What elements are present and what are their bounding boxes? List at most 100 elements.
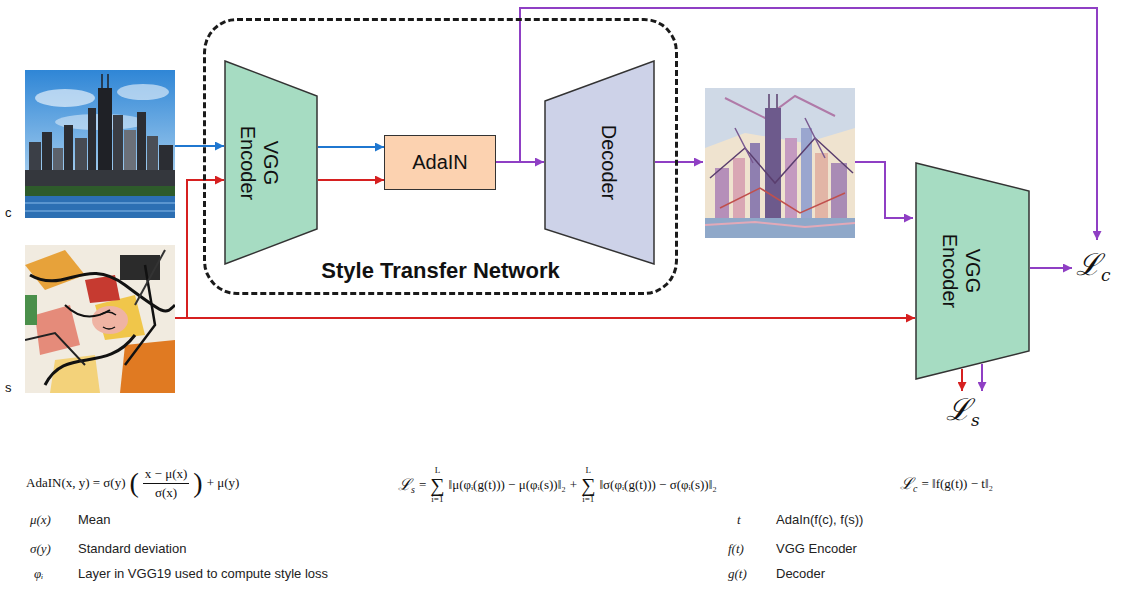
canvas: σ(y): [30, 541, 51, 557]
sum-symbol: ∑: [430, 474, 444, 496]
style-painting: [25, 245, 175, 393]
symbol-term: σ(y): [30, 541, 51, 556]
stylized-photo: [733, 158, 745, 218]
definition-text: Decoder: [776, 566, 825, 581]
content-photo: [107, 74, 109, 88]
style-painting: [45, 335, 135, 385]
style-painting: [25, 250, 85, 290]
content-photo: [25, 186, 175, 196]
content-photo: [101, 74, 103, 88]
sum-limit: L: [435, 465, 441, 475]
loss-subscript: c: [913, 483, 917, 494]
definition-text: Mean: [78, 512, 111, 527]
style-painting: [65, 305, 110, 316]
canvas: g(t): [728, 566, 747, 582]
content-photo: [25, 170, 175, 188]
encoder-block: VGG Encoder: [915, 162, 1030, 380]
flow-arrow: [496, 161, 544, 163]
stylized-photo: [785, 138, 797, 218]
trapezoid-shape: [916, 163, 1029, 379]
formula: x − μ(x) σ(x): [143, 466, 189, 500]
stylized-photo: [705, 88, 855, 238]
signal-wire: [961, 369, 963, 391]
style-painting: [120, 340, 175, 393]
symbol-term: f(t): [728, 541, 744, 556]
stylized-photo: [705, 218, 855, 238]
formula: +: [570, 477, 577, 493]
formula: i=1: [431, 495, 443, 504]
symbol-term: g(t): [728, 566, 747, 581]
loss-subscript: s: [971, 410, 980, 430]
formula-denominator: σ(x): [155, 485, 177, 500]
style-painting: [25, 245, 175, 393]
loss-symbol: ℒ: [398, 476, 411, 493]
content-photo: [35, 89, 95, 107]
formula: ℒc = ‖f(g(t)) − t‖₂: [900, 476, 993, 492]
canvas: Mean: [78, 512, 111, 528]
formula: ): [193, 469, 202, 497]
flow-arrow: [175, 180, 224, 318]
formula: =: [419, 477, 426, 493]
sum-limit: i=1: [431, 494, 443, 504]
formula: s: [411, 485, 415, 495]
symbol-term: μ(x): [30, 512, 51, 527]
canvas: f(t): [728, 541, 744, 557]
stylized-photo: [765, 108, 781, 218]
block-label: VGG Encoder: [938, 225, 984, 317]
formula-text: +: [570, 477, 577, 492]
image-label: c: [5, 205, 12, 220]
formula: L: [435, 466, 441, 475]
symbol-term: t: [737, 512, 741, 527]
content-photo: [25, 202, 175, 204]
loss-label: ℒ: [1076, 250, 1101, 280]
flow-arrow: [175, 145, 224, 147]
fraction-bar: x − μ(x): [143, 466, 189, 484]
formula-text: =: [419, 477, 426, 492]
formula: L∑i=1: [581, 466, 595, 504]
style-image: s: [25, 245, 175, 393]
stylized-photo: [801, 128, 812, 218]
formula: ‖μ(φᵢ(g(t))) − μ(φᵢ(s))‖₂: [449, 477, 566, 493]
formula: AdaIN(x, y) = σ(y) ( x − μ(x)σ(x) ) + μ(…: [26, 466, 239, 500]
loss-symbol: ℒ: [946, 392, 971, 427]
formula: c: [913, 484, 917, 494]
formula-numerator: x − μ(x): [145, 466, 187, 481]
stylized-photo: [705, 222, 855, 227]
formula-text: ‖μ(φᵢ(g(t))) − μ(φᵢ(s))‖₂: [449, 477, 566, 492]
content-photo: [25, 196, 175, 218]
group-title: Style Transfer Network: [321, 258, 559, 284]
loss-label: ℒs: [946, 395, 980, 425]
stylized-photo: [735, 118, 825, 163]
formula-paren: ): [193, 467, 202, 498]
image-label: s: [5, 380, 12, 395]
style-painting: [25, 333, 85, 365]
canvas: t: [737, 512, 741, 528]
stylized-photo: [750, 143, 760, 218]
style-painting: [100, 312, 116, 329]
content-photo: [25, 210, 175, 212]
adain-box: AdaIN: [384, 135, 496, 190]
stylized-photo: [776, 94, 778, 108]
formula: = ‖f(g(t)) − t‖₂: [921, 476, 993, 492]
flow-arrow: [318, 179, 384, 181]
stylized-photo: [705, 88, 855, 238]
loss-symbol: ℒ: [900, 475, 913, 492]
stylized-photo: [710, 138, 853, 183]
symbol-term: φᵢ: [34, 566, 43, 581]
canvas: φᵢ: [34, 566, 43, 582]
flow-arrow: [175, 317, 915, 319]
flow-arrow: [318, 146, 384, 148]
block-label: AdaIN: [412, 151, 468, 174]
formula-paren: (: [130, 467, 139, 498]
formula: i=1: [582, 495, 594, 504]
canvas: Layer in VGG19 used to compute style los…: [78, 566, 328, 582]
sum-limit: L: [586, 465, 592, 475]
formula: ℒc: [900, 476, 917, 492]
stylized-photo: [768, 94, 770, 108]
formula: σ(x): [153, 484, 179, 501]
formula: L∑i=1: [430, 466, 444, 504]
trapezoid-shape: [225, 61, 317, 264]
canvas: AdaIn(f(c), f(s)): [776, 512, 863, 528]
canvas: Decoder: [776, 566, 825, 582]
